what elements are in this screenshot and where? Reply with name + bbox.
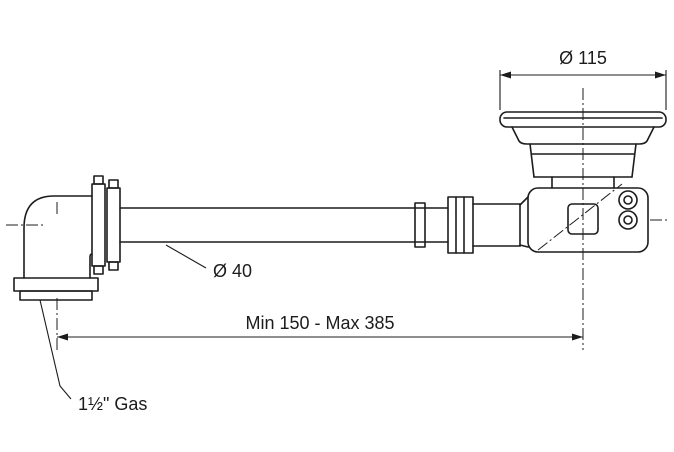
strainer-diameter-label: Ø 115 bbox=[559, 48, 607, 68]
thread-size-label: 1½" Gas bbox=[78, 394, 147, 414]
elbow-outer-profile bbox=[23, 195, 93, 279]
arrowhead-right bbox=[572, 333, 583, 341]
pipe-ring bbox=[414, 202, 426, 248]
dimension-strainer-diameter: Ø 115 bbox=[499, 48, 667, 110]
label-thread: 1½" Gas bbox=[39, 299, 147, 414]
fitting-body bbox=[527, 187, 649, 253]
overflow-screw-outer bbox=[618, 190, 638, 210]
elbow bbox=[13, 175, 121, 301]
waste-fitting bbox=[519, 187, 649, 253]
arrowhead-right bbox=[655, 71, 666, 79]
dimension-length: Min 150 - Max 385 bbox=[57, 313, 583, 341]
arrowhead-left bbox=[500, 71, 511, 79]
strainer-collar bbox=[511, 126, 655, 145]
arrowhead-left bbox=[57, 333, 68, 341]
thread-flange-upper bbox=[13, 277, 99, 292]
strainer-rim bbox=[499, 111, 667, 128]
centerlines bbox=[6, 88, 670, 352]
elbow-flange-plate bbox=[91, 183, 106, 267]
fixing-screw-inner bbox=[623, 215, 633, 225]
length-range-label: Min 150 - Max 385 bbox=[245, 313, 394, 333]
sink-strainer bbox=[499, 111, 667, 189]
label-pipe-diameter: Ø 40 bbox=[165, 244, 252, 281]
fixing-screw-outer bbox=[618, 210, 638, 230]
fitting-axis-centerline bbox=[537, 183, 623, 251]
compression-nut bbox=[447, 196, 474, 254]
leader-line bbox=[165, 244, 207, 269]
elbow-nut-plate bbox=[106, 187, 121, 263]
overflow-screw-inner bbox=[623, 195, 633, 205]
pipe-diameter-label: Ø 40 bbox=[213, 261, 252, 281]
thread-flange-lower bbox=[19, 290, 93, 301]
square-outlet bbox=[567, 203, 599, 235]
telescopic-pipe bbox=[119, 196, 521, 254]
leader-line bbox=[39, 299, 72, 400]
